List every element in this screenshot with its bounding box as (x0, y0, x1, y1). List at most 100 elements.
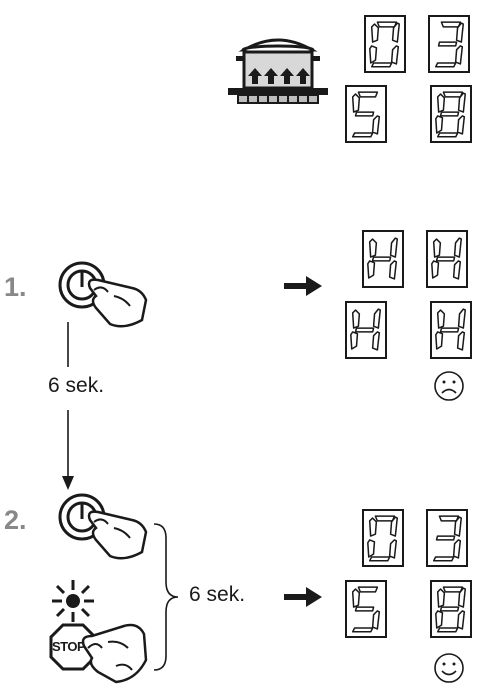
segment-e (367, 539, 376, 558)
segment-c (454, 45, 464, 65)
segment-f (351, 309, 361, 329)
segment-f (436, 93, 446, 113)
segment-c (390, 45, 400, 65)
segment-c (388, 260, 398, 280)
segment-e (435, 610, 444, 629)
segment-f (351, 93, 361, 113)
display-digit (428, 15, 470, 73)
seven-segment-glyph (432, 515, 463, 562)
bracket-label: 6 sek. (189, 583, 246, 606)
right-arrow-icon (284, 276, 322, 296)
segment-a (357, 586, 379, 593)
segment-c (388, 539, 398, 559)
segment-a (374, 515, 396, 522)
step-2-number: 2. (4, 505, 27, 535)
pressing-finger-icon (81, 623, 148, 684)
happy-face-icon (434, 653, 464, 683)
segment-a (357, 91, 379, 98)
segment-g (439, 327, 460, 333)
stop-button-icon[interactable] (48, 622, 98, 672)
display-digit (426, 509, 468, 567)
segment-f (351, 588, 361, 608)
segment-e (431, 260, 440, 279)
segment-a (438, 515, 460, 522)
interval-label: 6 sek. (48, 374, 105, 397)
segment-b (455, 22, 465, 43)
segment-a (442, 91, 464, 98)
segment-g (354, 111, 375, 117)
segment-b (389, 237, 399, 258)
segment-g (439, 111, 460, 117)
display-digit (430, 580, 472, 638)
segment-f (368, 517, 378, 537)
segment-c (452, 260, 462, 280)
segment-d (368, 556, 391, 562)
segment-b (389, 516, 399, 537)
seven-segment-glyph (350, 308, 382, 351)
segment-g (371, 256, 392, 262)
sad-face-icon (434, 371, 464, 401)
segment-c (371, 115, 381, 135)
segment-e (435, 331, 444, 350)
segment-b (457, 92, 467, 113)
segment-e (435, 115, 444, 134)
display-digit (362, 230, 404, 288)
seven-segment-glyph (435, 91, 467, 138)
segment-d (351, 627, 374, 633)
segment-c (456, 331, 466, 351)
segment-g (354, 606, 375, 612)
cooktop-pot-icon (228, 38, 328, 104)
segment-e (369, 45, 378, 64)
segment-d (351, 132, 374, 138)
segment-b (391, 22, 401, 43)
segment-g (437, 41, 458, 47)
segment-c (456, 115, 466, 135)
segment-d (436, 132, 459, 138)
segment-f (436, 588, 446, 608)
segment-f (432, 238, 442, 258)
pressing-finger-icon (87, 278, 148, 328)
segment-d (434, 62, 457, 68)
segment-c (452, 539, 462, 559)
segment-f (436, 309, 446, 329)
seven-segment-glyph (367, 515, 399, 562)
pressing-finger-icon (87, 510, 148, 560)
segment-d (432, 556, 455, 562)
right-arrow-icon (284, 587, 322, 607)
seven-segment-glyph (369, 21, 401, 68)
segment-g (354, 327, 375, 333)
seven-segment-glyph (367, 237, 399, 280)
segment-e (367, 260, 376, 279)
display-digit (430, 301, 472, 359)
display-digit (345, 85, 387, 143)
seven-segment-glyph (351, 586, 381, 633)
segment-f (368, 238, 378, 258)
segment-g (439, 606, 460, 612)
segment-d (370, 62, 393, 68)
segment-b (457, 308, 467, 329)
segment-b (453, 516, 463, 537)
display-digit (345, 301, 387, 359)
seven-segment-glyph (351, 91, 381, 138)
display-digit (426, 230, 468, 288)
segment-b (453, 237, 463, 258)
segment-b (372, 308, 382, 329)
curly-brace (153, 523, 179, 671)
segment-g (435, 256, 456, 262)
seven-segment-glyph (431, 237, 463, 280)
step-1-number: 1. (4, 272, 27, 302)
power-button-icon[interactable] (56, 489, 156, 559)
blinking-light-icon (52, 580, 94, 622)
display-digit (345, 580, 387, 638)
display-digit (364, 15, 406, 73)
segment-a (440, 21, 462, 28)
stop-sign-text: STOP (52, 639, 86, 654)
timeline-arrow (62, 322, 74, 490)
seven-segment-glyph (435, 586, 467, 633)
seven-segment-glyph (435, 308, 467, 351)
segment-e (350, 331, 359, 350)
segment-c (456, 610, 466, 630)
segment-a (442, 586, 464, 593)
seven-segment-glyph (434, 21, 465, 68)
display-digit (430, 85, 472, 143)
